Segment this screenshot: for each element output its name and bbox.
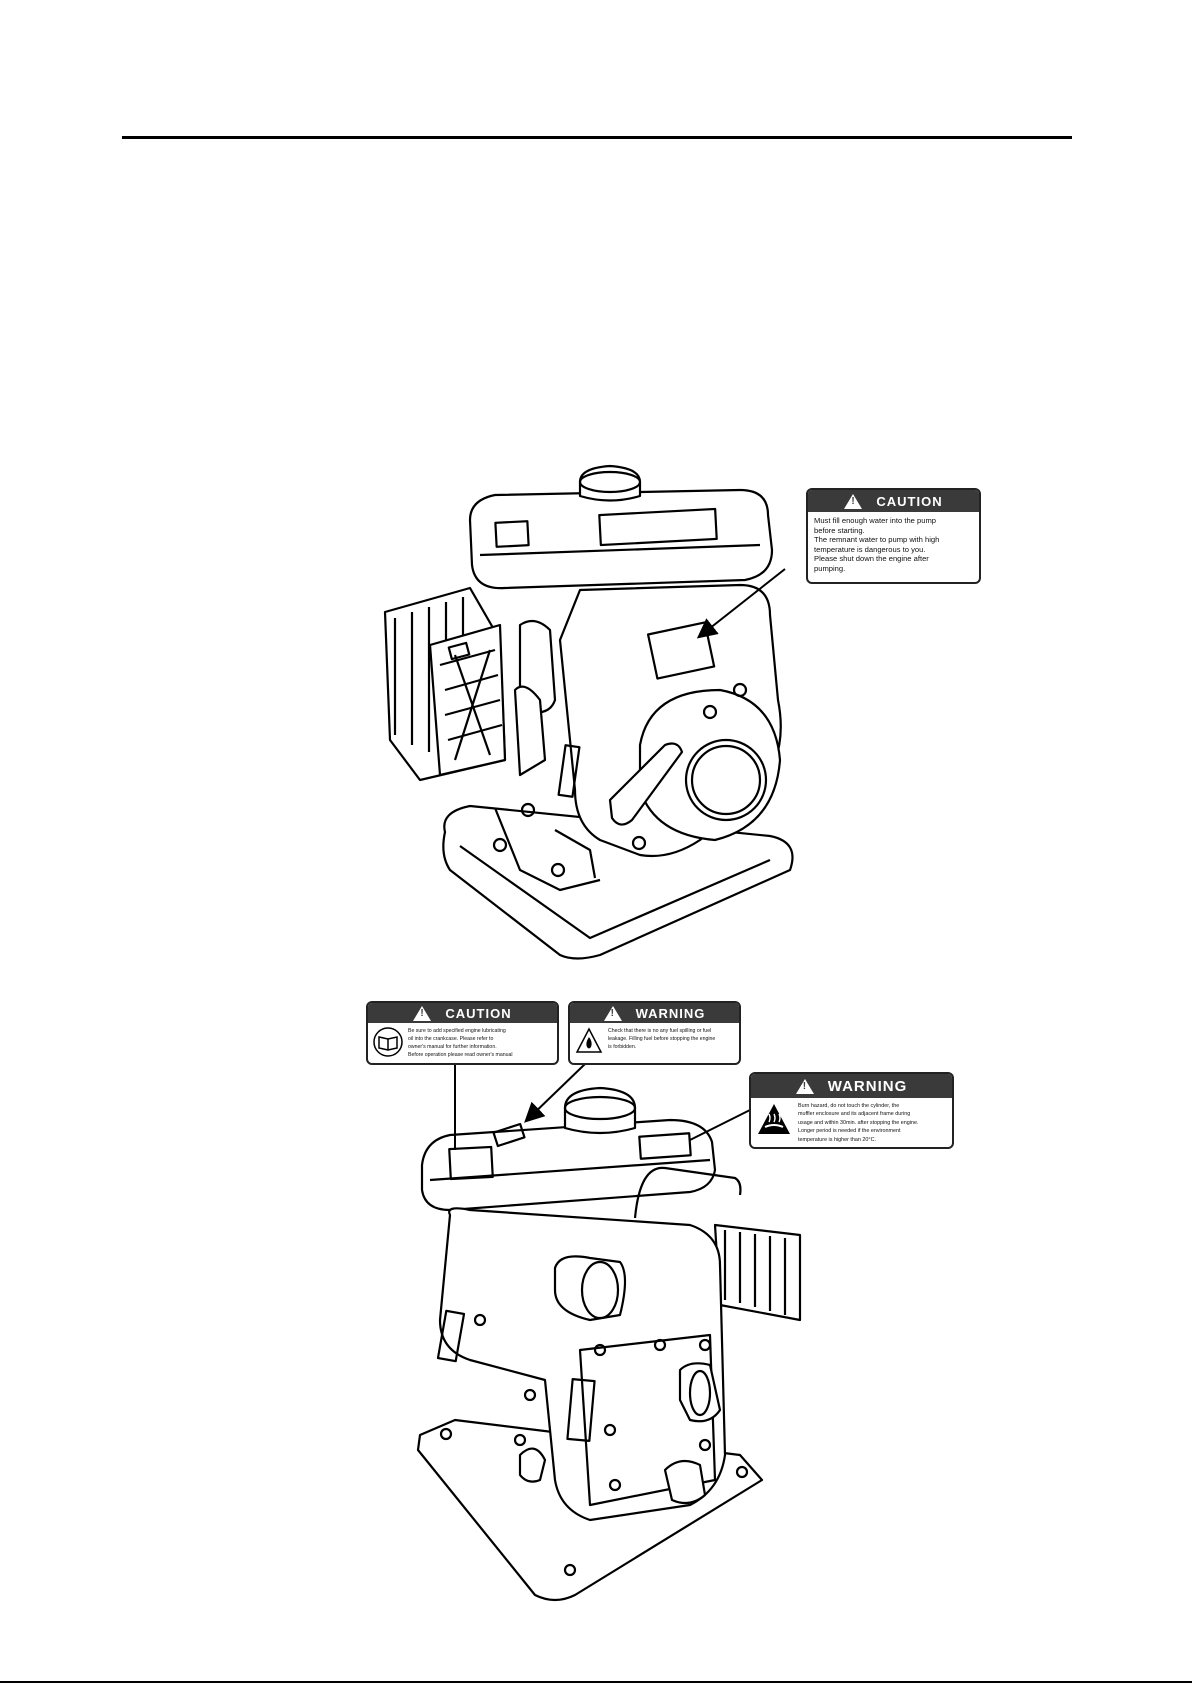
label-heading: WARNING xyxy=(635,1005,706,1021)
label-heading: WARNING xyxy=(827,1077,908,1095)
warning-triangle-icon xyxy=(844,493,863,509)
label-text: Check that there is no any fuel spilling… xyxy=(608,1028,716,1050)
warning-triangle-icon xyxy=(603,1005,622,1021)
manual-book-icon xyxy=(373,1027,403,1057)
label-text: Be sure to add specified engine lubricat… xyxy=(408,1028,513,1058)
hot-surface-icon xyxy=(756,1102,792,1138)
fuel-tank-drawing xyxy=(468,464,774,590)
pump-drawing-upper xyxy=(383,464,794,960)
air-cleaner-drawing xyxy=(383,586,507,782)
label-heading: CAUTION xyxy=(445,1005,512,1021)
fuel-warning-label: WARNING Check that there is no any fuel … xyxy=(568,1001,741,1065)
engine-block-drawing xyxy=(492,583,782,879)
bottom-rule xyxy=(0,1681,1192,1683)
top-rule xyxy=(122,136,1072,139)
label-text: Must fill enough water into the pump bef… xyxy=(814,516,940,573)
fire-hazard-icon xyxy=(575,1027,603,1055)
label-text: Burn hazard, do not touch the cylinder, … xyxy=(798,1103,919,1143)
warning-triangle-icon xyxy=(795,1078,814,1094)
pump-drawing-lower xyxy=(416,1063,802,1602)
fuel-tank-drawing-lower xyxy=(420,1086,717,1212)
pump-casing-drawing xyxy=(436,1207,727,1522)
oil-caution-label: CAUTION Be sure to add specified engine … xyxy=(366,1001,559,1065)
label-heading: CAUTION xyxy=(876,493,943,509)
muffler-cage-drawing xyxy=(713,1223,802,1322)
burn-warning-label: WARNING Burn hazard, do not touch the cy… xyxy=(749,1072,954,1149)
warning-triangle-icon xyxy=(413,1005,432,1021)
pump-water-caution-label: CAUTION Must fill enough water into the … xyxy=(806,488,981,584)
